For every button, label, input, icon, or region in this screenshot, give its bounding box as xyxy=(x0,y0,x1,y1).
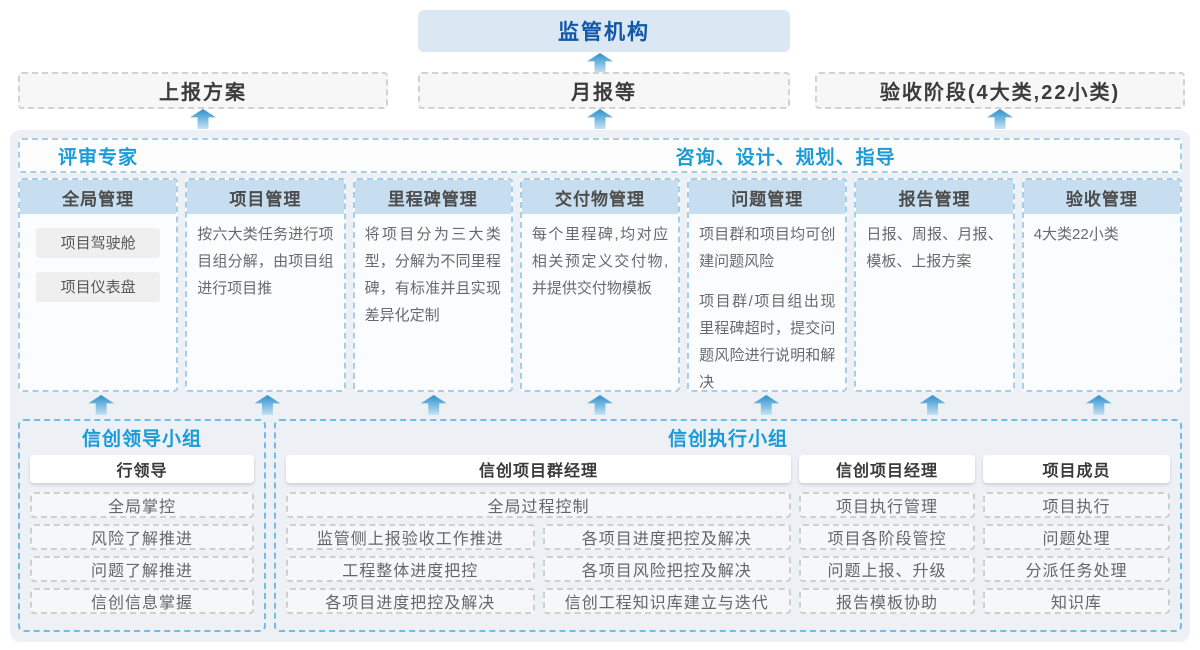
up-arrow-icon xyxy=(987,109,1013,129)
regulator-box: 监管机构 xyxy=(418,10,790,52)
leader-item: 风险了解推进 xyxy=(30,524,254,550)
program-manager-item: 信创工程知识库建立与迭代 xyxy=(542,588,791,614)
role-project-manager: 信创项目经理 xyxy=(799,455,975,483)
up-arrow-icon xyxy=(254,395,281,415)
leader-item: 问题了解推进 xyxy=(30,556,254,582)
program-manager-item: 全局过程控制 xyxy=(286,492,791,518)
management-columns: 全局管理 项目驾驶舱 项目仪表盘 项目管理 按六大类任务进行项目组分解，由项目组… xyxy=(18,178,1182,392)
column-arrows xyxy=(18,395,1182,415)
up-arrow-icon xyxy=(1085,395,1112,415)
up-arrow-icon xyxy=(88,395,115,415)
member-item: 知识库 xyxy=(983,588,1170,614)
column-project-mgmt: 项目管理 按六大类任务进行项目组分解，由项目组进行项目推 xyxy=(185,178,346,392)
section-program-manager: 信创项目群经理 全局过程控制 监管侧上报验收工作推进 各项目进度把控及解决 工程… xyxy=(286,455,791,620)
bottom-groups: 信创领导小组 行领导 全局掌控 风险了解推进 问题了解推进 信创信息掌握 信创执… xyxy=(18,419,1182,632)
column-milestone-mgmt: 里程碑管理 将项目分为三大类型，分解为不同里程碑，有标准并且实现差异化定制 xyxy=(352,178,513,392)
tag-project-cockpit: 项目驾驶舱 xyxy=(36,228,161,258)
program-manager-item-grid: 监管侧上报验收工作推进 各项目进度把控及解决 工程整体进度把控 各项目风险把控及… xyxy=(286,524,791,614)
review-experts-label: 评审专家 xyxy=(58,147,139,168)
column-header: 验收管理 xyxy=(1023,180,1180,214)
column-header: 里程碑管理 xyxy=(354,180,511,214)
up-arrow-icon xyxy=(587,109,613,129)
up-arrow-icon xyxy=(190,109,216,129)
program-manager-item: 工程整体进度把控 xyxy=(286,556,535,582)
channel-acceptance-phase: 验收阶段(4大类,22小类) xyxy=(815,72,1185,109)
consult-design-label: 咨询、设计、规划、指导 xyxy=(675,147,896,168)
platform-container: 评审专家 咨询、设计、规划、指导 全局管理 项目驾驶舱 项目仪表盘 项目管理 按… xyxy=(10,130,1190,642)
column-header: 全局管理 xyxy=(20,180,177,214)
column-text: 将项目分为三大类型，分解为不同里程碑，有标准并且实现差异化定制 xyxy=(364,226,501,324)
project-manager-item: 项目各阶段管控 xyxy=(799,524,975,550)
column-body: 项目驾驶舱 项目仪表盘 xyxy=(20,214,176,323)
up-arrow-icon xyxy=(420,395,447,415)
leader-group: 信创领导小组 行领导 全局掌控 风险了解推进 问题了解推进 信创信息掌握 xyxy=(18,419,266,632)
leader-item: 全局掌控 xyxy=(30,492,254,518)
column-text: 项目群和项目均可创建问题风险 xyxy=(699,226,836,270)
column-header: 报告管理 xyxy=(856,180,1013,214)
column-text: 4大类22小类 xyxy=(1033,226,1119,243)
role-project-member: 项目成员 xyxy=(983,455,1170,483)
column-text: 按六大类任务进行项目组分解，由项目组进行项目推 xyxy=(197,226,334,297)
channel-monthly-report: 月报等 xyxy=(418,72,790,109)
column-text: 日报、周报、月报、模板、上报方案 xyxy=(866,226,1003,270)
column-text: 每个里程碑,均对应相关预定义交付物,并提供交付物模板 xyxy=(531,226,669,297)
column-text: 项目群/项目组出现里程碑超时，提交问题风险进行说明和解决 xyxy=(699,293,836,391)
column-global-mgmt: 全局管理 项目驾驶舱 项目仪表盘 xyxy=(18,178,179,392)
role-program-manager: 信创项目群经理 xyxy=(286,455,791,483)
leader-item: 信创信息掌握 xyxy=(30,588,254,614)
leader-group-title: 信创领导小组 xyxy=(81,429,202,450)
column-body: 日报、周报、月报、模板、上报方案 xyxy=(856,214,1012,295)
program-manager-item: 各项目进度把控及解决 xyxy=(542,524,791,550)
project-manager-item: 问题上报、升级 xyxy=(799,556,975,582)
column-issue-mgmt: 问题管理 项目群和项目均可创建问题风险 项目群/项目组出现里程碑超时，提交问题风… xyxy=(687,178,848,392)
column-header: 项目管理 xyxy=(187,180,344,214)
program-manager-item: 监管侧上报验收工作推进 xyxy=(286,524,535,550)
exec-sections: 信创项目群经理 全局过程控制 监管侧上报验收工作推进 各项目进度把控及解决 工程… xyxy=(286,455,1170,620)
column-acceptance-mgmt: 验收管理 4大类22小类 xyxy=(1021,178,1182,392)
exec-group-title: 信创执行小组 xyxy=(667,429,788,450)
review-band: 评审专家 咨询、设计、规划、指导 xyxy=(18,138,1182,173)
up-arrow-icon xyxy=(753,395,780,415)
up-arrow-icon xyxy=(587,53,613,73)
column-body: 每个里程碑,均对应相关预定义交付物,并提供交付物模板 xyxy=(522,214,678,322)
column-body: 项目群和项目均可创建问题风险 项目群/项目组出现里程碑超时，提交问题风险进行说明… xyxy=(689,214,845,391)
up-arrow-icon xyxy=(586,395,613,415)
project-manager-item: 项目执行管理 xyxy=(799,492,975,518)
column-body: 将项目分为三大类型，分解为不同里程碑，有标准并且实现差异化定制 xyxy=(355,214,511,349)
role-bank-leader: 行领导 xyxy=(30,455,254,483)
section-project-member: 项目成员 项目执行 问题处理 分派任务处理 知识库 xyxy=(983,455,1170,620)
member-item: 分派任务处理 xyxy=(983,556,1170,582)
column-header: 问题管理 xyxy=(689,180,846,214)
column-deliverable-mgmt: 交付物管理 每个里程碑,均对应相关预定义交付物,并提供交付物模板 xyxy=(519,178,681,392)
section-project-manager: 信创项目经理 项目执行管理 项目各阶段管控 问题上报、升级 报告模板协助 xyxy=(799,455,975,620)
channel-report-plan: 上报方案 xyxy=(18,72,388,109)
column-report-mgmt: 报告管理 日报、周报、月报、模板、上报方案 xyxy=(854,178,1015,392)
member-item: 项目执行 xyxy=(983,492,1170,518)
column-body: 4大类22小类 xyxy=(1024,214,1180,268)
project-manager-item: 报告模板协助 xyxy=(799,588,975,614)
member-item: 问题处理 xyxy=(983,524,1170,550)
exec-group: 信创执行小组 信创项目群经理 全局过程控制 监管侧上报验收工作推进 各项目进度把… xyxy=(274,419,1182,632)
program-manager-item: 各项目进度把控及解决 xyxy=(286,588,535,614)
up-arrow-icon xyxy=(919,395,946,415)
program-manager-item: 各项目风险把控及解决 xyxy=(542,556,791,582)
column-body: 按六大类任务进行项目组分解，由项目组进行项目推 xyxy=(187,214,343,322)
tag-project-dashboard: 项目仪表盘 xyxy=(36,272,161,302)
column-header: 交付物管理 xyxy=(521,180,679,214)
